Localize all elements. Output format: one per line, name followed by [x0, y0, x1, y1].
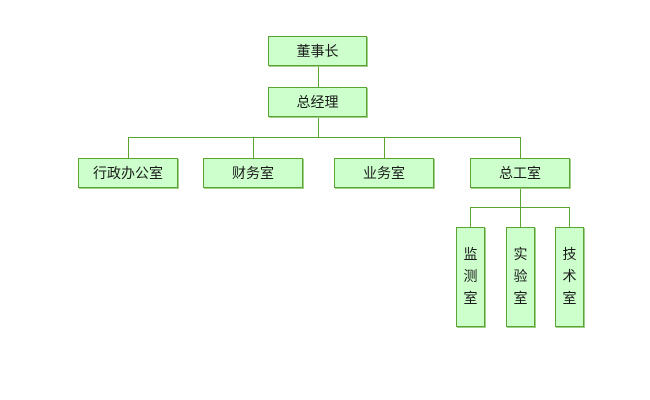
- finance-office-box[interactable]: 财务室: [203, 158, 303, 188]
- chief-engineer-office-label: 总工室: [499, 166, 541, 182]
- general-manager-box[interactable]: 总经理: [268, 87, 367, 117]
- general-manager-label: 总经理: [296, 95, 339, 111]
- chairman-label: 董事长: [296, 44, 339, 60]
- chairman-box[interactable]: 董事长: [268, 36, 367, 66]
- monitoring-office-box[interactable]: 监测室: [456, 227, 485, 327]
- business-office-label: 业务室: [363, 166, 405, 182]
- business-office-box[interactable]: 业务室: [334, 158, 434, 188]
- monitoring-office-label: 监测室: [463, 247, 478, 307]
- finance-office-label: 财务室: [232, 166, 274, 182]
- admin-office-box[interactable]: 行政办公室: [78, 158, 178, 188]
- chief-engineer-office-box[interactable]: 总工室: [470, 158, 570, 188]
- admin-office-label: 行政办公室: [93, 166, 163, 182]
- technical-office-box[interactable]: 技术室: [555, 227, 584, 327]
- laboratory-label: 实验室: [513, 247, 528, 307]
- technical-office-label: 技术室: [562, 247, 577, 307]
- laboratory-box[interactable]: 实验室: [506, 227, 535, 327]
